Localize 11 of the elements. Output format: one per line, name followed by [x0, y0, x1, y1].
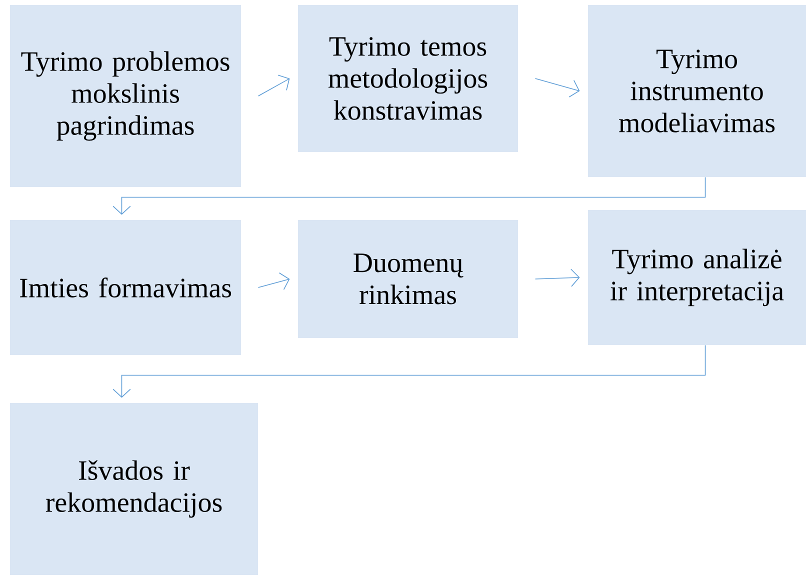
process-box: Tyrimo temos metodologijos konstravimas	[298, 5, 518, 152]
process-box: Išvados ir rekomendacijos	[10, 403, 258, 575]
arrow	[258, 74, 290, 96]
process-box: Tyrimo analizė ir interpretacija	[588, 210, 806, 345]
arrow	[534, 268, 580, 287]
process-box: Duomenų rinkimas	[298, 220, 518, 338]
process-box: Tyrimo problemos mokslinis pagrindimas	[10, 5, 241, 187]
arrow	[258, 272, 290, 290]
process-box: Imties formavimas	[10, 220, 241, 355]
arrow	[534, 78, 580, 98]
process-box: Tyrimo instrumento modeliavimas	[588, 5, 806, 177]
